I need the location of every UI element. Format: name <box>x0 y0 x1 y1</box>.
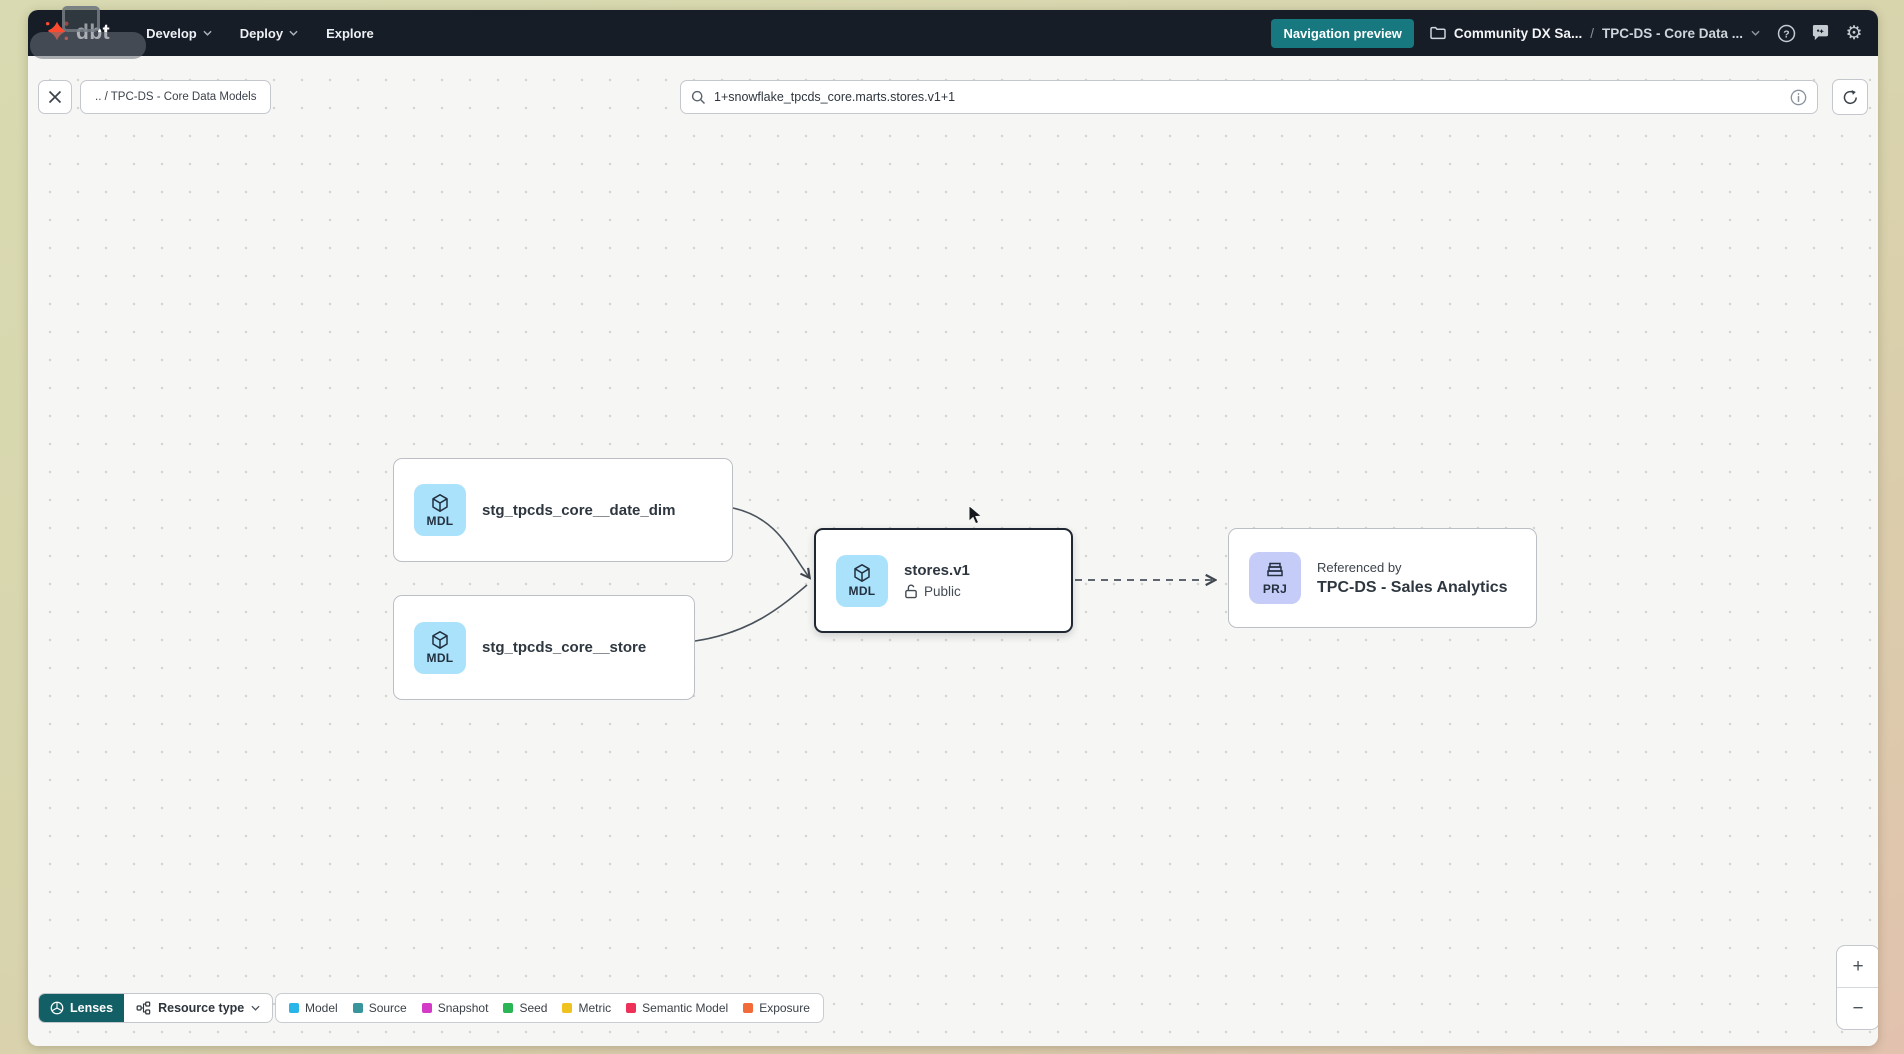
refresh-button[interactable] <box>1832 79 1868 115</box>
edge-date-dim-to-stores <box>732 507 809 577</box>
gear-icon[interactable]: ⚙ <box>1845 22 1863 44</box>
legend-swatch <box>421 1003 432 1013</box>
legend-item-seed: Seed <box>503 1001 547 1015</box>
menu-explore[interactable]: Explore <box>326 25 374 41</box>
resource-type-icon <box>136 1001 151 1015</box>
node-label: stores.v1 <box>904 562 970 579</box>
node-kicker: Referenced by <box>1317 559 1402 575</box>
lineage-search <box>680 80 1818 114</box>
folder-icon <box>1430 26 1446 40</box>
lineage-canvas[interactable]: .. / TPC-DS - Core Data Models <box>28 56 1878 1046</box>
mouse-cursor <box>968 505 983 525</box>
view-controls: Lenses Resource type <box>38 993 274 1023</box>
zoom-out-button[interactable]: − <box>1852 997 1864 1019</box>
archive-icon <box>1267 562 1283 576</box>
lenses-icon <box>50 1001 64 1015</box>
node-referenced-by-project[interactable]: PRJ Referenced by TPC-DS - Sales Analyti… <box>1228 528 1537 628</box>
screen-share-mini-window <box>62 6 100 32</box>
main-menu: Develop Deploy Explore <box>136 18 384 49</box>
model-badge: MDL <box>836 554 888 607</box>
legend-item-snapshot: Snapshot <box>421 1001 488 1015</box>
cube-icon <box>432 631 448 649</box>
feedback-icon[interactable] <box>1810 23 1830 43</box>
lock-open-icon <box>905 584 917 599</box>
legend-swatch <box>289 1003 299 1013</box>
navigation-preview-badge[interactable]: Navigation preview <box>1271 18 1414 48</box>
info-icon[interactable] <box>1790 89 1807 106</box>
resource-type-legend: Model Source Snapshot Seed Metric Semant… <box>275 993 824 1023</box>
top-navbar: dbt Develop Deploy Explore Navigation pr… <box>28 10 1878 56</box>
menu-develop[interactable]: Develop <box>136 18 222 49</box>
legend-item-model: Model <box>289 1001 338 1015</box>
breadcrumb-separator: / <box>1590 25 1594 41</box>
node-visibility: Public <box>904 584 970 599</box>
navbar-right: Navigation preview Community DX Sa... / … <box>1271 18 1864 48</box>
lenses-button[interactable]: Lenses <box>39 994 125 1022</box>
model-badge: MDL <box>414 484 466 536</box>
model-badge: MDL <box>414 621 466 674</box>
legend-swatch <box>503 1003 514 1013</box>
node-stg-tpcds-core-date-dim[interactable]: MDL stg_tpcds_core__date_dim <box>393 458 733 562</box>
chevron-down-icon <box>251 1005 260 1011</box>
legend-item-source: Source <box>352 1001 407 1015</box>
legend-item-exposure: Exposure <box>743 1001 810 1015</box>
menu-deploy[interactable]: Deploy <box>230 18 308 49</box>
resource-type-dropdown[interactable]: Resource type <box>124 994 272 1022</box>
node-label: TPC-DS - Sales Analytics <box>1317 578 1508 596</box>
app-window: dbt Develop Deploy Explore Navigation pr… <box>28 10 1878 1046</box>
edge-store-to-stores <box>694 584 808 642</box>
search-input[interactable] <box>714 90 1782 104</box>
close-button[interactable] <box>38 80 72 114</box>
divider <box>1837 987 1878 988</box>
lineage-edges <box>694 507 1878 642</box>
screen-share-indicator <box>30 6 146 59</box>
legend-swatch <box>352 1003 363 1013</box>
project-badge: PRJ <box>1249 552 1301 604</box>
zoom-controls: + − <box>1836 945 1878 1030</box>
breadcrumb-page: TPC-DS - Core Data ... <box>1601 25 1743 41</box>
close-icon <box>48 90 62 104</box>
lineage-breadcrumb-chip[interactable]: .. / TPC-DS - Core Data Models <box>80 80 272 114</box>
cube-icon <box>854 564 870 582</box>
search-icon <box>691 90 705 104</box>
refresh-icon <box>1843 89 1857 104</box>
node-label: stg_tpcds_core__date_dim <box>482 501 676 519</box>
breadcrumb[interactable]: Community DX Sa... / TPC-DS - Core Data … <box>1430 26 1760 41</box>
chevron-down-icon <box>289 30 298 36</box>
node-stores-v1[interactable]: MDL stores.v1 Public <box>814 528 1073 633</box>
breadcrumb-project: Community DX Sa... <box>1453 25 1583 41</box>
chevron-down-icon <box>1751 30 1760 36</box>
node-stg-tpcds-core-store[interactable]: MDL stg_tpcds_core__store <box>393 595 695 700</box>
cube-icon <box>432 493 448 512</box>
zoom-in-button[interactable]: + <box>1852 955 1864 977</box>
legend-swatch <box>626 1003 637 1013</box>
svg-text:?: ? <box>1783 29 1789 40</box>
node-label: stg_tpcds_core__store <box>482 639 647 656</box>
legend-item-metric: Metric <box>562 1001 611 1015</box>
chevron-down-icon <box>203 30 212 36</box>
legend-swatch <box>562 1003 573 1013</box>
legend-swatch <box>743 1003 754 1013</box>
help-icon[interactable]: ? <box>1776 23 1796 43</box>
navbar-icons: ? ⚙ <box>1776 23 1864 43</box>
legend-item-semantic-model: Semantic Model <box>626 1001 728 1015</box>
